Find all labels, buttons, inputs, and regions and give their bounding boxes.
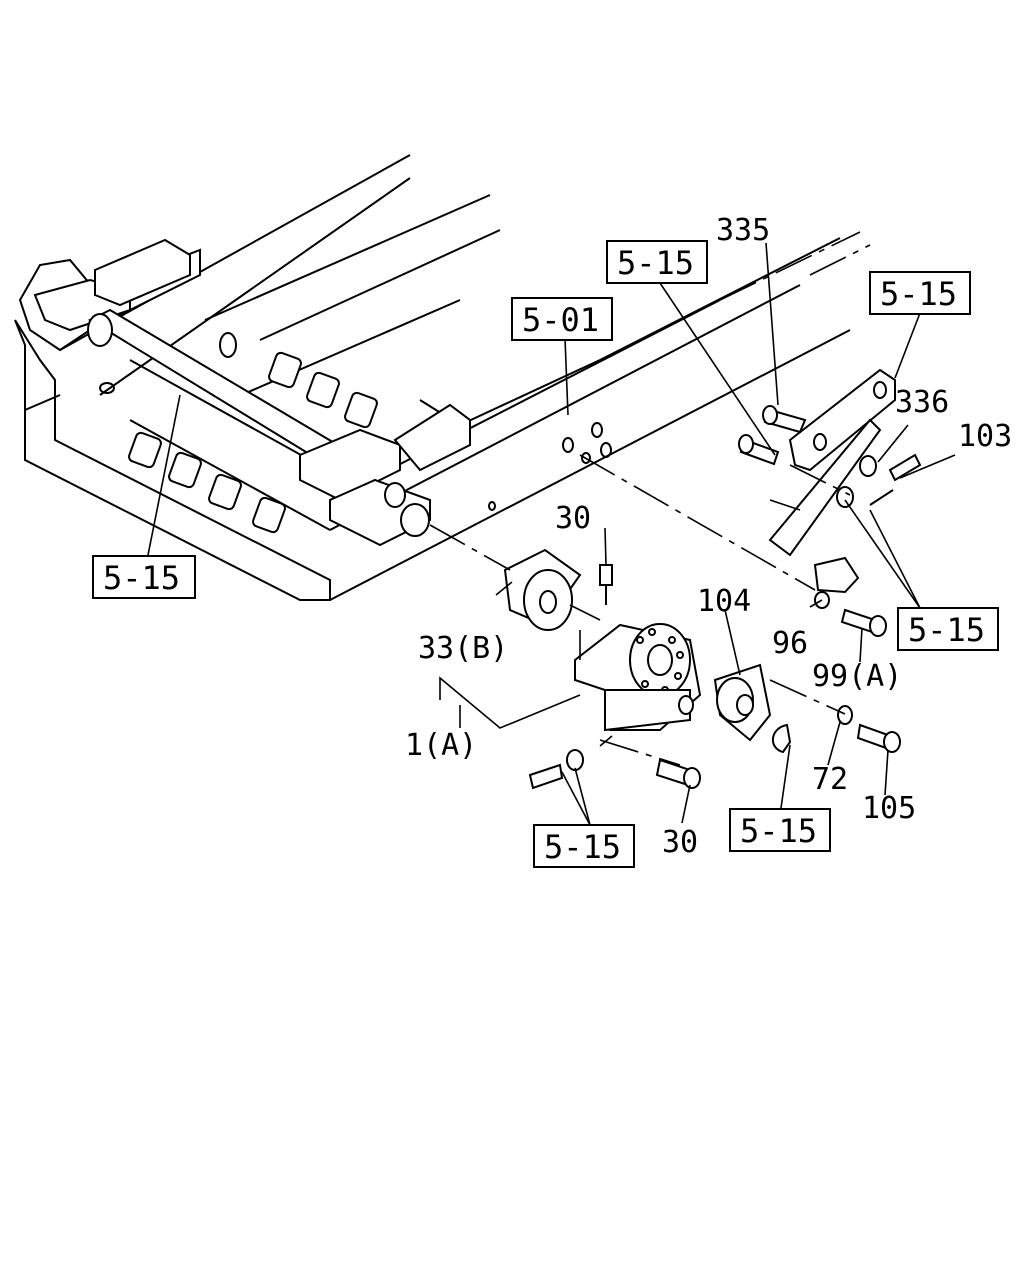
- ref-box-5-15-bottom-left-text: 5-15: [544, 828, 621, 866]
- ref-box-5-15-topright: 5-15: [869, 271, 971, 315]
- ref-box-5-15-right: 5-15: [897, 607, 999, 651]
- part-label-105: 105: [862, 791, 916, 826]
- ref-box-5-15-topright-text: 5-15: [880, 275, 957, 313]
- part-label-30-bottom: 30: [662, 825, 698, 860]
- part-label-335: 335: [716, 213, 770, 248]
- ref-box-5-15-top-text: 5-15: [617, 244, 694, 282]
- hardware: [528, 564, 901, 790]
- ref-box-5-15-top: 5-15: [606, 240, 708, 284]
- chassis-frame: [14, 154, 871, 601]
- leader-lines: [147, 242, 956, 826]
- ref-box-5-01: 5-01: [511, 297, 613, 341]
- part-label-33b: 33(B): [418, 631, 508, 666]
- part-label-99a: 99(A): [812, 659, 902, 694]
- bushing-104: [713, 663, 772, 742]
- ref-box-5-15-bottom-left: 5-15: [533, 824, 635, 868]
- part-label-72: 72: [812, 762, 848, 797]
- ref-box-5-15-right-text: 5-15: [908, 611, 985, 649]
- ref-box-5-15-left-text: 5-15: [103, 559, 180, 597]
- part-label-30-top: 30: [555, 501, 591, 536]
- bracket-1a: [574, 623, 702, 732]
- bushing-33b: [503, 548, 582, 631]
- part-label-104: 104: [697, 584, 751, 619]
- part-label-336: 336: [895, 385, 949, 420]
- ref-box-5-15-bottom-mid: 5-15: [729, 808, 831, 852]
- ref-box-5-01-text: 5-01: [522, 301, 599, 339]
- part-label-103: 103: [958, 419, 1012, 454]
- part-label-96: 96: [772, 626, 808, 661]
- shackle-assembly: [738, 368, 922, 637]
- part-label-1a: 1(A): [405, 728, 477, 763]
- ref-box-5-15-left: 5-15: [92, 555, 196, 599]
- ref-box-5-15-bottom-mid-text: 5-15: [740, 812, 817, 850]
